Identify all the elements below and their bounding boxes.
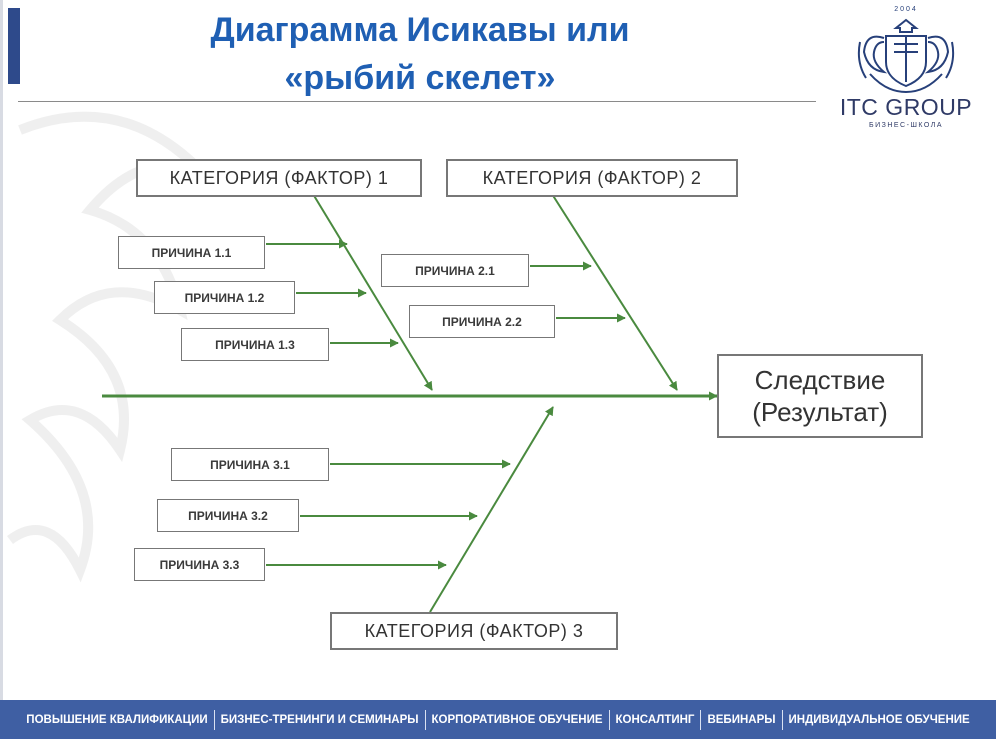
logo-subtitle: БИЗНЕС-ШКОЛА	[868, 122, 943, 129]
footer-separator	[700, 709, 702, 730]
logo-name: ITC GROUP	[839, 94, 973, 120]
slide-title: Диаграмма Исикавы или «рыбий скелет»	[100, 6, 740, 102]
cause-2-2-label: ПРИЧИНА 2.2	[442, 314, 522, 329]
company-logo: 2004 ITC GROUP БИЗНЕС-ШКОЛА	[826, 6, 986, 130]
category-1-label: КАТЕГОРИЯ (ФАКТОР) 1	[169, 167, 389, 188]
footer-link-consulting[interactable]: КОНСАЛТИНГ	[615, 713, 695, 726]
category-2-label: КАТЕГОРИЯ (ФАКТОР) 2	[482, 167, 702, 188]
category-3-label: КАТЕГОРИЯ (ФАКТОР) 3	[364, 620, 584, 641]
bone-category-2	[551, 193, 678, 391]
title-line-2: «рыбий скелет»	[284, 59, 556, 97]
footer-separator	[213, 709, 215, 730]
category-1-box: КАТЕГОРИЯ (ФАКТОР) 1	[136, 159, 422, 197]
cause-1-2-box: ПРИЧИНА 1.2	[154, 281, 295, 314]
footer-separator	[608, 709, 610, 730]
cause-3-2-label: ПРИЧИНА 3.2	[188, 508, 268, 523]
cause-1-1-label: ПРИЧИНА 1.1	[151, 245, 232, 260]
footer-link-webinars[interactable]: ВЕБИНАРЫ	[707, 713, 776, 726]
bone-category-1	[312, 193, 433, 391]
footer-separator	[781, 709, 783, 730]
cause-3-3-label: ПРИЧИНА 3.3	[159, 557, 240, 572]
effect-box: Следствие (Результат)	[717, 354, 923, 438]
cause-2-1-label: ПРИЧИНА 2.1	[415, 263, 495, 278]
cause-3-3-box: ПРИЧИНА 3.3	[134, 548, 265, 581]
category-3-box: КАТЕГОРИЯ (ФАКТОР) 3	[330, 612, 618, 650]
footer-nav: ПОВЫШЕНИЕ КВАЛИФИКАЦИИ БИЗНЕС-ТРЕНИНГИ И…	[0, 700, 996, 739]
effect-label-line-1: Следствие	[754, 365, 886, 395]
crest-icon	[857, 18, 955, 94]
bone-category-3	[429, 406, 554, 613]
cause-1-3-box: ПРИЧИНА 1.3	[181, 328, 329, 361]
footer-link-trainings[interactable]: БИЗНЕС-ТРЕНИНГИ И СЕМИНАРЫ	[220, 713, 419, 726]
cause-1-1-box: ПРИЧИНА 1.1	[118, 236, 265, 269]
title-line-1: Диаграмма Исикавы или	[210, 11, 630, 49]
logo-year: 2004	[894, 6, 918, 13]
cause-1-2-label: ПРИЧИНА 1.2	[184, 290, 265, 305]
accent-bar	[8, 8, 20, 84]
category-2-box: КАТЕГОРИЯ (ФАКТОР) 2	[446, 159, 738, 197]
footer-link-qualification[interactable]: ПОВЫШЕНИЕ КВАЛИФИКАЦИИ	[26, 713, 208, 726]
cause-3-1-label: ПРИЧИНА 3.1	[210, 457, 290, 472]
title-divider	[18, 101, 816, 102]
cause-1-3-label: ПРИЧИНА 1.3	[215, 337, 295, 352]
slide-left-edge	[0, 0, 3, 700]
cause-3-1-box: ПРИЧИНА 3.1	[171, 448, 329, 481]
cause-2-1-box: ПРИЧИНА 2.1	[381, 254, 529, 287]
effect-label-line-2: (Результат)	[752, 397, 888, 427]
footer-link-individual[interactable]: ИНДИВИДУАЛЬНОЕ ОБУЧЕНИЕ	[788, 713, 970, 726]
cause-2-2-box: ПРИЧИНА 2.2	[409, 305, 555, 338]
footer-separator	[424, 709, 426, 730]
footer-link-corporate[interactable]: КОРПОРАТИВНОЕ ОБУЧЕНИЕ	[431, 713, 603, 726]
cause-3-2-box: ПРИЧИНА 3.2	[157, 499, 299, 532]
fishbone-diagram	[102, 193, 718, 613]
